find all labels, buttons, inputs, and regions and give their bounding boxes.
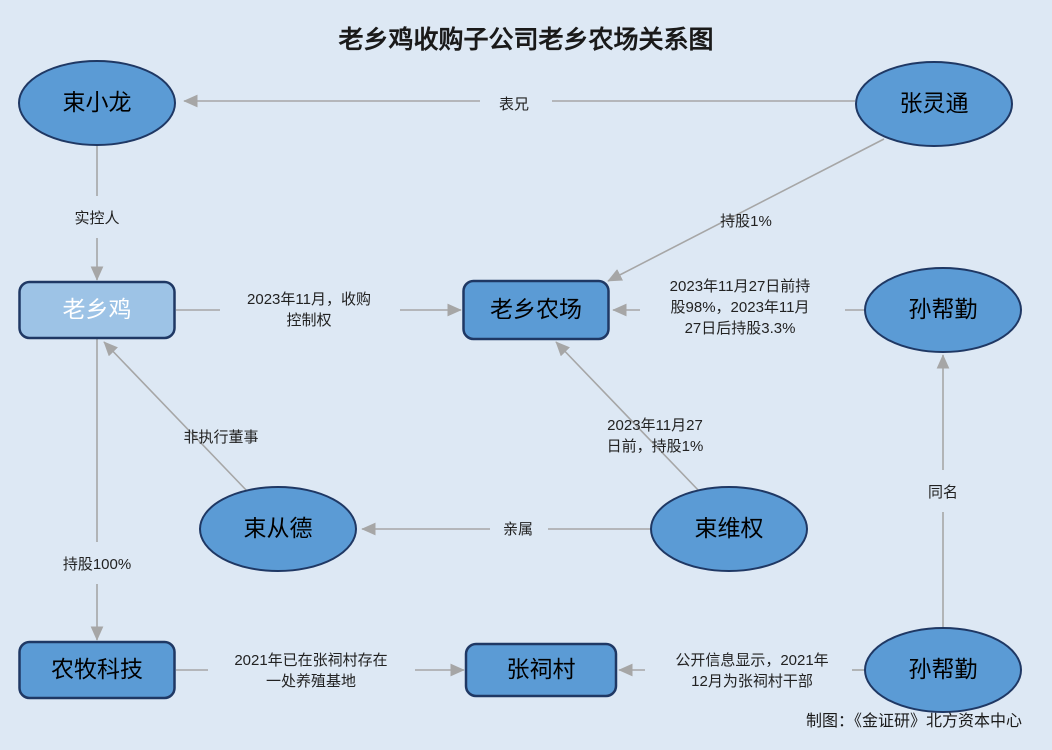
node-label: 孙帮勤 bbox=[909, 656, 978, 682]
edge-label: 2023年11月27 bbox=[607, 417, 703, 434]
edge-label: 持股100% bbox=[63, 556, 131, 573]
edge-label: 公开信息显示，2021年 bbox=[675, 652, 828, 669]
edge-edge-chigu-100pct: 持股100% bbox=[63, 339, 131, 641]
edge-segment-arrow bbox=[103, 341, 249, 493]
node-shape[interactable] bbox=[18, 640, 176, 700]
edge-label: 同名 bbox=[928, 484, 958, 501]
edge-label: 持股1% bbox=[720, 213, 772, 230]
node-shucongde[interactable]: 束从德 bbox=[199, 486, 357, 572]
node-shape[interactable] bbox=[462, 279, 610, 341]
edge-label: 表兄 bbox=[499, 96, 529, 113]
node-label: 张灵通 bbox=[900, 90, 969, 116]
edge-edge-chigu-1pct: 持股1% bbox=[607, 138, 885, 282]
node-shape[interactable] bbox=[199, 486, 357, 572]
edge-label: 实控人 bbox=[74, 210, 119, 227]
node-zhanglingtong[interactable]: 张灵通 bbox=[855, 61, 1013, 147]
node-label: 农牧科技 bbox=[51, 656, 143, 682]
edge-label: 一处养殖基地 bbox=[266, 673, 356, 690]
edge-segment-arrow bbox=[555, 341, 701, 493]
edge-edge-biaoxiong: 表兄 bbox=[183, 94, 855, 113]
node-label: 束从德 bbox=[244, 515, 313, 541]
edge-edge-cungan-bu: 公开信息显示，2021年 12月为张祠村干部 bbox=[618, 652, 864, 690]
edge-label: 27日后持股3.3% bbox=[685, 320, 796, 337]
edge-label: 控制权 bbox=[286, 312, 331, 329]
node-label: 孙帮勤 bbox=[909, 296, 978, 322]
edge-edge-shikongren: 实控人 bbox=[74, 145, 120, 281]
edge-label: 非执行董事 bbox=[183, 429, 258, 446]
edge-label: 日前，持股1% bbox=[607, 438, 704, 455]
edge-label: 股98%，2023年11月 bbox=[671, 299, 810, 316]
page-title: 老乡鸡收购子公司老乡农场关系图 bbox=[338, 25, 713, 54]
node-shape[interactable] bbox=[464, 642, 618, 698]
node-shape[interactable] bbox=[18, 60, 176, 146]
edge-label: 2023年11月27日前持 bbox=[670, 278, 811, 295]
node-shape[interactable] bbox=[650, 486, 808, 572]
edge-segment-arrow bbox=[607, 138, 885, 282]
node-laoxiangnongchang[interactable]: 老乡农场 bbox=[462, 279, 610, 341]
nodes-layer: 束小龙张灵通老乡鸡老乡农场孙帮勤束从德束维权农牧科技张祠村孙帮勤 bbox=[18, 60, 1022, 713]
edge-edge-chigu-1pct-before: 2023年11月27 日前，持股1% bbox=[555, 341, 704, 493]
node-shape[interactable] bbox=[864, 267, 1022, 353]
edge-label: 2023年11月，收购 bbox=[247, 291, 371, 308]
node-zhangcicun[interactable]: 张祠村 bbox=[464, 642, 618, 698]
node-sunbangqin2[interactable]: 孙帮勤 bbox=[864, 627, 1022, 713]
footer-credit: 制图：《金证研》北方资本中心 bbox=[806, 712, 1022, 730]
node-label: 老乡农场 bbox=[490, 296, 582, 322]
edge-label: 亲属 bbox=[503, 521, 533, 538]
node-shape[interactable] bbox=[18, 280, 176, 340]
node-label: 张祠村 bbox=[507, 656, 576, 682]
node-shape[interactable] bbox=[864, 627, 1022, 713]
node-label: 老乡鸡 bbox=[63, 296, 132, 322]
node-nongmukeji[interactable]: 农牧科技 bbox=[18, 640, 176, 700]
node-sunbangqin1[interactable]: 孙帮勤 bbox=[864, 267, 1022, 353]
node-shape[interactable] bbox=[855, 61, 1013, 147]
edge-edge-tongming: 同名 bbox=[928, 354, 958, 627]
edge-edge-qinshu: 亲属 bbox=[361, 521, 650, 538]
node-laoxiangji[interactable]: 老乡鸡 bbox=[18, 280, 176, 340]
edge-label: 12月为张祠村干部 bbox=[691, 673, 813, 690]
edge-label: 2021年已在张祠村存在 bbox=[234, 652, 387, 669]
node-label: 束小龙 bbox=[63, 89, 132, 115]
node-label: 束维权 bbox=[695, 515, 764, 541]
edge-edge-feizhixing-dongshi: 非执行董事 bbox=[103, 341, 259, 493]
node-shuweiquan[interactable]: 束维权 bbox=[650, 486, 808, 572]
node-shuxiaolong[interactable]: 束小龙 bbox=[18, 60, 176, 146]
